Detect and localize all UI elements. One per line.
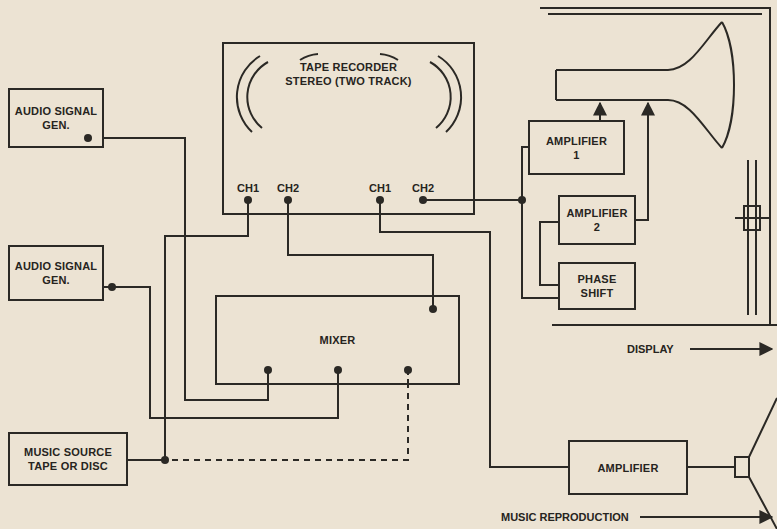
box-label: PHASE SHIFT [567,272,627,300]
box-label: AMPLIFIER [597,461,658,475]
reel-arc [300,54,318,60]
output-label: MUSIC REPRODUCTION [500,511,630,524]
phase-shift-box: PHASE SHIFT [558,262,636,310]
channel-label: CH2 [411,182,435,195]
screen-plate [747,160,749,315]
amplifier-box: AMPLIFIER 1 [528,120,625,175]
signal-wire [128,215,248,460]
signal-wire [128,385,408,460]
terminal-dot [264,366,272,374]
reel-arc [430,62,451,128]
terminal-dot [334,366,342,374]
crt-tube [556,22,722,148]
source-box: MUSIC SOURCE TAPE OR DISC [8,432,128,486]
display-frame [540,8,770,325]
terminal-stub [423,199,475,201]
display-frame [548,13,762,15]
box-label: AUDIO SIGNAL GEN. [13,104,99,132]
signal-wire [380,215,568,467]
amplifier-box: AMPLIFIER 2 [558,195,636,245]
signal-wire [540,222,558,285]
box-label: TAPE RECORDER STEREO (TWO TRACK) [284,60,414,88]
signal-wire [475,200,558,298]
deflection-arrow [599,103,601,120]
signal-wire [475,147,528,200]
amplifier-box: AMPLIFIER [568,440,688,495]
screen-plate [755,160,757,315]
deflection-arrow [636,103,648,220]
crt-face [722,22,734,148]
box-label: AMPLIFIER 2 [564,206,630,234]
box-label: AMPLIFIER 1 [543,134,611,162]
signal-wire [288,215,433,295]
motor-shaft [735,217,770,219]
terminal-dot [376,196,384,204]
reel-arc [247,62,268,128]
generator-box: AUDIO SIGNAL GEN. [8,245,104,301]
speaker-wire [688,466,735,468]
pointer-arrow [690,348,772,350]
box-label: MUSIC SOURCE TAPE OR DISC [16,445,120,473]
box-label: AUDIO SIGNAL GEN. [13,259,99,287]
box-label: MIXER [320,333,356,347]
pointer-arrow [640,516,772,518]
display-label: DISPLAY [626,343,675,356]
mixer-box: MIXER [215,295,460,385]
reel-arc [380,54,398,60]
channel-label: CH2 [276,182,300,195]
signal-wire [104,138,268,400]
terminal-dot [429,305,437,313]
mirror-drum [744,206,760,230]
terminal-dot [284,196,292,204]
display-frame [552,324,777,326]
terminal-dot [404,366,412,374]
signal-wire [104,287,338,418]
terminal-dot [244,196,252,204]
speaker-cone [749,398,777,529]
generator-box: AUDIO SIGNAL GEN. [8,88,104,148]
reel-arc [438,56,461,132]
reel-arc [237,56,260,132]
speaker-magnet [735,457,749,477]
terminal-dot [84,134,92,142]
channel-label: CH1 [236,182,260,195]
terminal-dot [419,196,427,204]
channel-label: CH1 [368,182,392,195]
